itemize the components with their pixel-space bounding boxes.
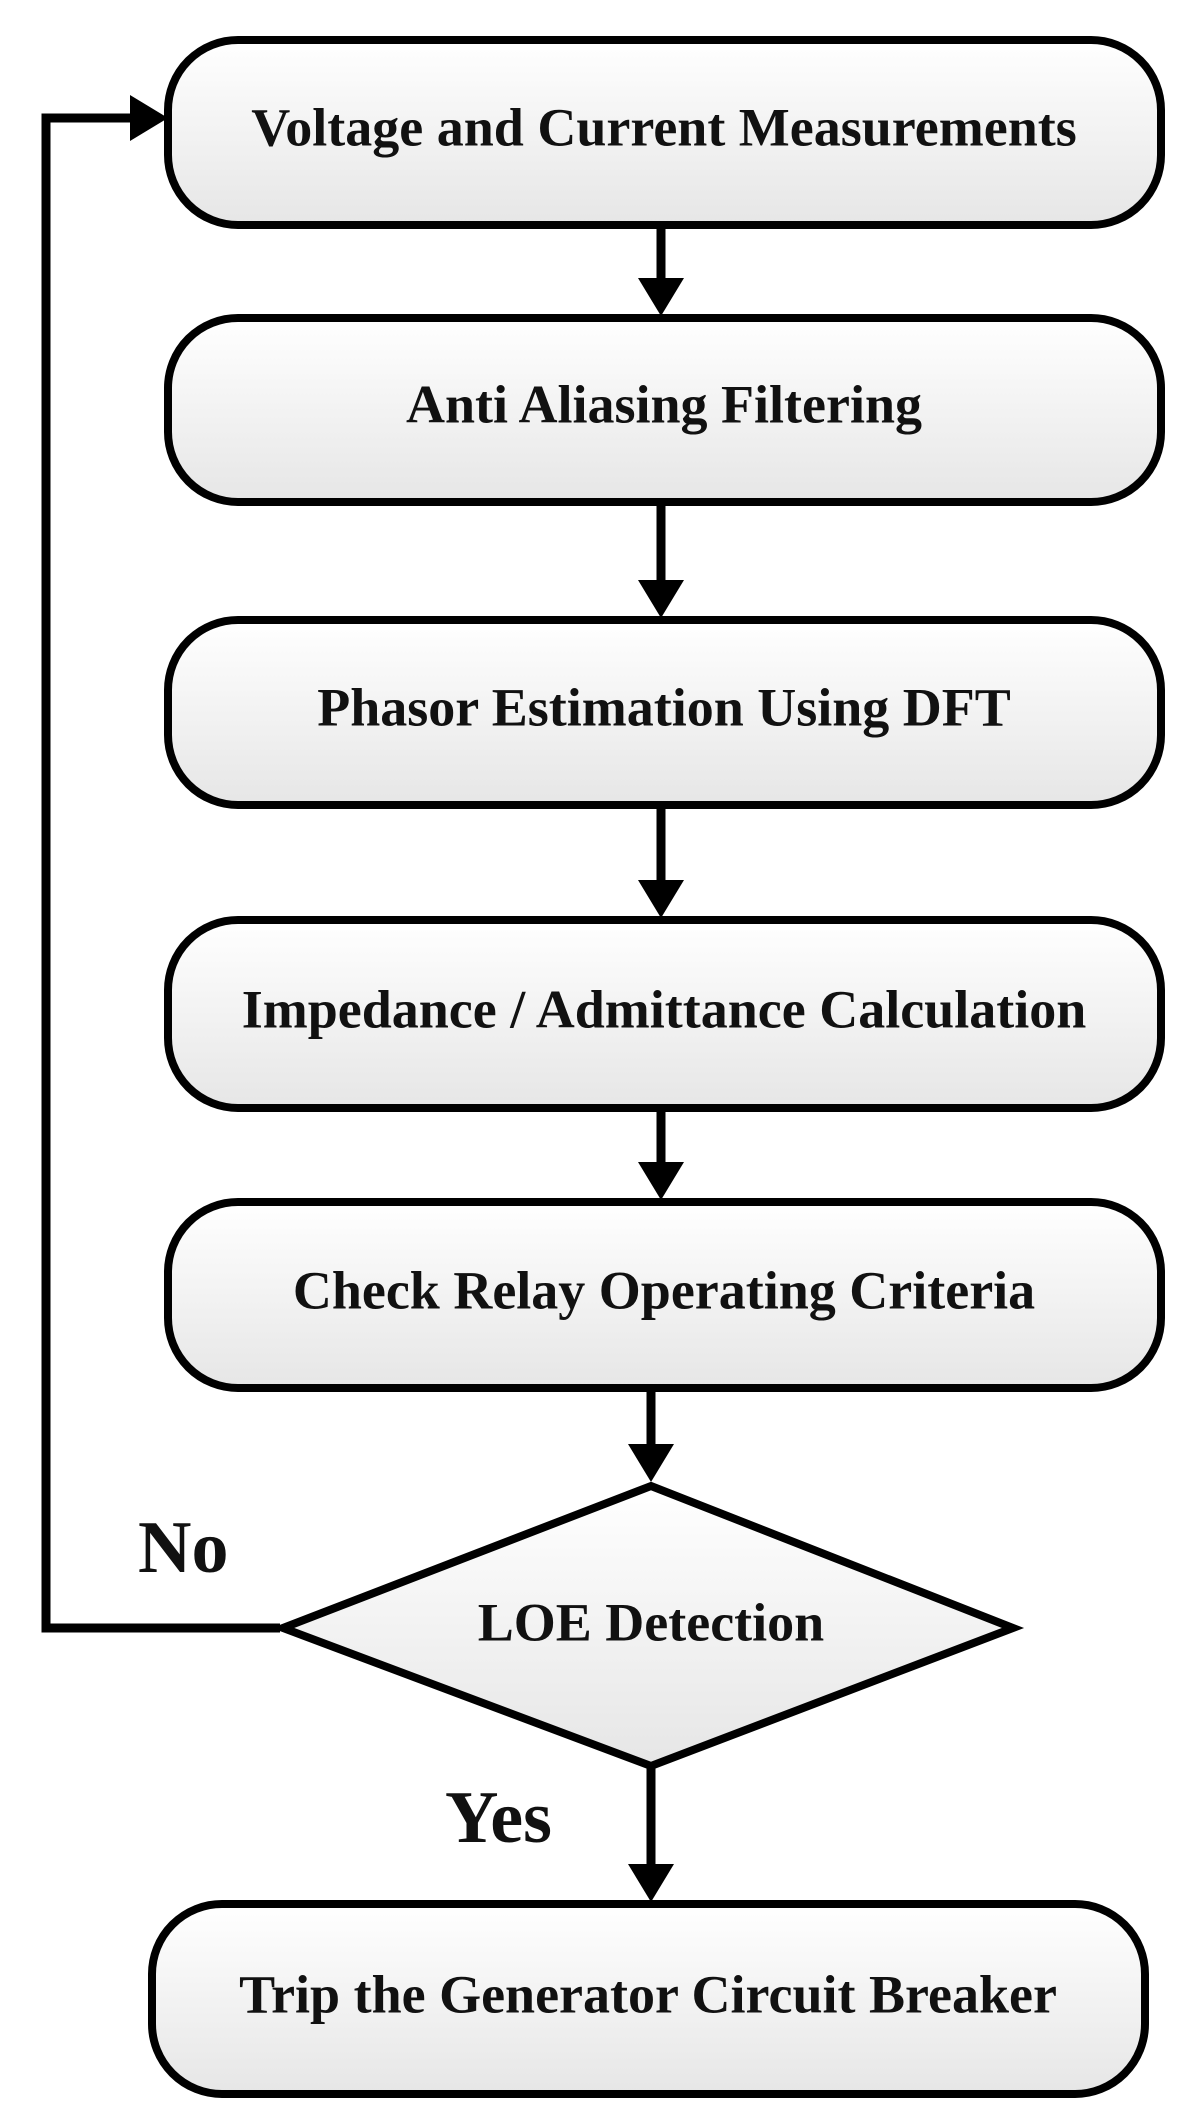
step-trip-box — [148, 1900, 1149, 2098]
arrow-head-filter — [638, 278, 684, 316]
step-measure-box — [164, 36, 1165, 229]
step-impedance-box — [164, 916, 1165, 1112]
step-trip-label: Trip the Generator Circuit Breaker — [239, 1964, 1057, 2024]
step-criteria: Check Relay Operating Criteria — [164, 1198, 1165, 1392]
step-phasor-label: Phasor Estimation Using DFT — [317, 677, 1011, 737]
step-measure: Voltage and Current Measurements — [164, 36, 1165, 229]
step-phasor-box — [164, 616, 1165, 809]
connectors — [41, 95, 684, 1902]
step-impedance: Impedance / Admittance Calculation — [164, 916, 1165, 1112]
step-criteria-label: Check Relay Operating Criteria — [293, 1260, 1035, 1320]
step-filter-label: Anti Aliasing Filtering — [406, 374, 922, 434]
decision-diamond — [271, 1481, 1025, 1771]
step-measure-label: Voltage and Current Measurements — [251, 97, 1076, 157]
step-criteria-box — [164, 1198, 1165, 1392]
step-filter: Anti Aliasing Filtering — [164, 314, 1165, 506]
step-phasor: Phasor Estimation Using DFT — [164, 616, 1165, 809]
step-trip: Trip the Generator Circuit Breaker — [148, 1900, 1149, 2098]
branch-no-label: No — [138, 1507, 228, 1589]
arrow-head-feedback — [130, 95, 168, 141]
arrow-head-impedance — [638, 880, 684, 918]
decision-label: LOE Detection — [478, 1592, 824, 1652]
step-filter-box — [164, 314, 1165, 506]
branch-yes-label: Yes — [445, 1777, 552, 1859]
arrow-head-criteria — [638, 1162, 684, 1200]
arrow-head-phasor — [638, 580, 684, 618]
step-impedance-label: Impedance / Admittance Calculation — [242, 979, 1087, 1039]
decision-loe: LOE Detection — [271, 1481, 1025, 1771]
arrow-head-decision — [628, 1444, 674, 1482]
feedback-loop-line — [41, 113, 280, 1633]
arrow-head-trip — [628, 1864, 674, 1902]
